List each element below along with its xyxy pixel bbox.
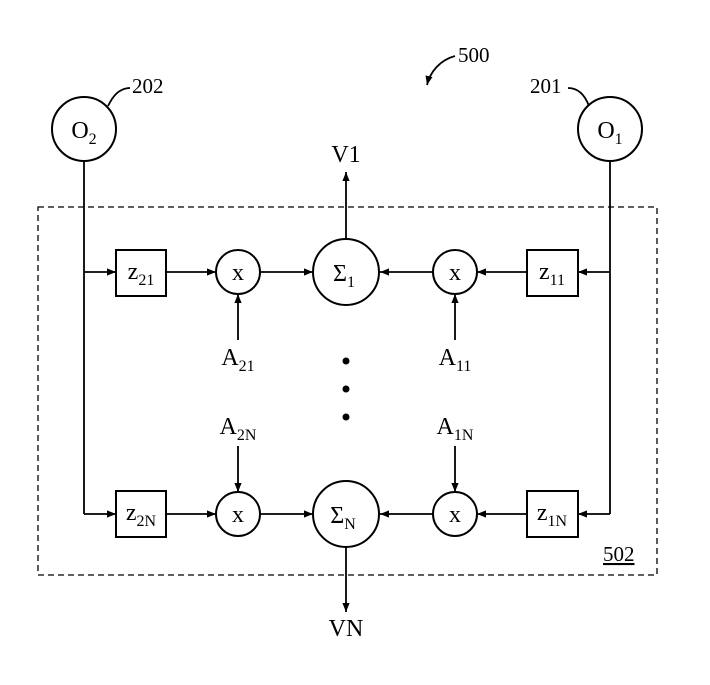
row1-delay-right-subscript: 11 <box>550 272 565 289</box>
row1-multiplier-right: x <box>432 249 478 295</box>
oscillator-o2: O2 <box>51 96 117 162</box>
svg-text:O2: O2 <box>71 118 96 148</box>
oscillator-o1: O1 <box>577 96 643 162</box>
svg-text:O1: O1 <box>597 118 622 148</box>
svg-text:z1N: z1N <box>537 500 568 530</box>
row1-coef-right: A11 <box>439 345 472 375</box>
ellipsis-dots <box>342 357 350 421</box>
rowN-summer: ΣN <box>312 480 380 548</box>
svg-text:Σ1: Σ1 <box>333 261 355 291</box>
row1-delay-right: z11 <box>526 249 579 297</box>
row1-delay-right-label: z <box>539 259 550 285</box>
rowN-coef-left-subscript: 2N <box>237 427 257 444</box>
rowN-delay-right-label: z <box>537 500 548 526</box>
rowN-coef-left-label: A <box>220 414 238 440</box>
row1-coef-left: A21 <box>221 345 254 375</box>
row1-summer: Σ1 <box>312 238 380 306</box>
output-vn-label: VN <box>329 616 364 642</box>
rowN-delay-left-subscript: 2N <box>137 513 157 530</box>
block-ref-502: 502 <box>603 542 635 566</box>
rowN-multiplier-right: x <box>432 491 478 537</box>
oscillator-o1-ref-leader <box>567 87 590 107</box>
row1-summer-subscript: 1 <box>347 274 355 291</box>
row1-delay-left: z21 <box>115 249 167 297</box>
row1-coef-right-subscript: 11 <box>456 358 471 375</box>
oscillator-o2-subscript: 2 <box>89 131 97 148</box>
oscillator-o1-label: O <box>597 118 614 144</box>
row1-multiplier-left-label: x <box>232 260 244 286</box>
rowN-coef-right: A1N <box>437 414 474 444</box>
oscillator-o2-ref: 202 <box>132 74 164 98</box>
row1-summer-label: Σ <box>333 261 347 287</box>
oscillator-o1-ref: 201 <box>530 74 562 98</box>
rowN-multiplier-left-label: x <box>232 502 244 528</box>
svg-text:ΣN: ΣN <box>330 503 356 533</box>
rowN-delay-right-subscript: 1N <box>548 513 568 530</box>
processing-block-outline <box>37 206 658 576</box>
row1-coef-left-label: A <box>221 345 239 371</box>
svg-text:z11: z11 <box>539 259 565 289</box>
rowN-coef-left: A2N <box>220 414 257 444</box>
svg-text:z2N: z2N <box>126 500 157 530</box>
output-v1-label: V1 <box>331 142 360 168</box>
oscillator-o2-label: O <box>71 118 88 144</box>
rowN-multiplier-left: x <box>215 491 261 537</box>
oscillator-o2-ref-leader <box>107 87 131 107</box>
rowN-delay-left-label: z <box>126 500 137 526</box>
row1-multiplier-right-label: x <box>449 260 461 286</box>
row1-multiplier-left: x <box>215 249 261 295</box>
rowN-delay-right: z1N <box>526 490 579 538</box>
oscillator-o1-subscript: 1 <box>615 131 623 148</box>
figure-ref-500: 500 <box>458 43 490 67</box>
rowN-delay-left: z2N <box>115 490 167 538</box>
rowN-coef-right-subscript: 1N <box>454 427 474 444</box>
rowN-summer-label: Σ <box>330 503 344 529</box>
figure-ref-500-leader <box>425 55 456 86</box>
rowN-coef-right-label: A <box>437 414 455 440</box>
rowN-summer-subscript: N <box>344 516 356 533</box>
row1-delay-left-subscript: 21 <box>138 272 154 289</box>
svg-text:z21: z21 <box>128 259 155 289</box>
row1-coef-left-subscript: 21 <box>239 358 255 375</box>
row1-delay-left-label: z <box>128 259 139 285</box>
rowN-multiplier-right-label: x <box>449 502 461 528</box>
row1-coef-right-label: A <box>439 345 457 371</box>
